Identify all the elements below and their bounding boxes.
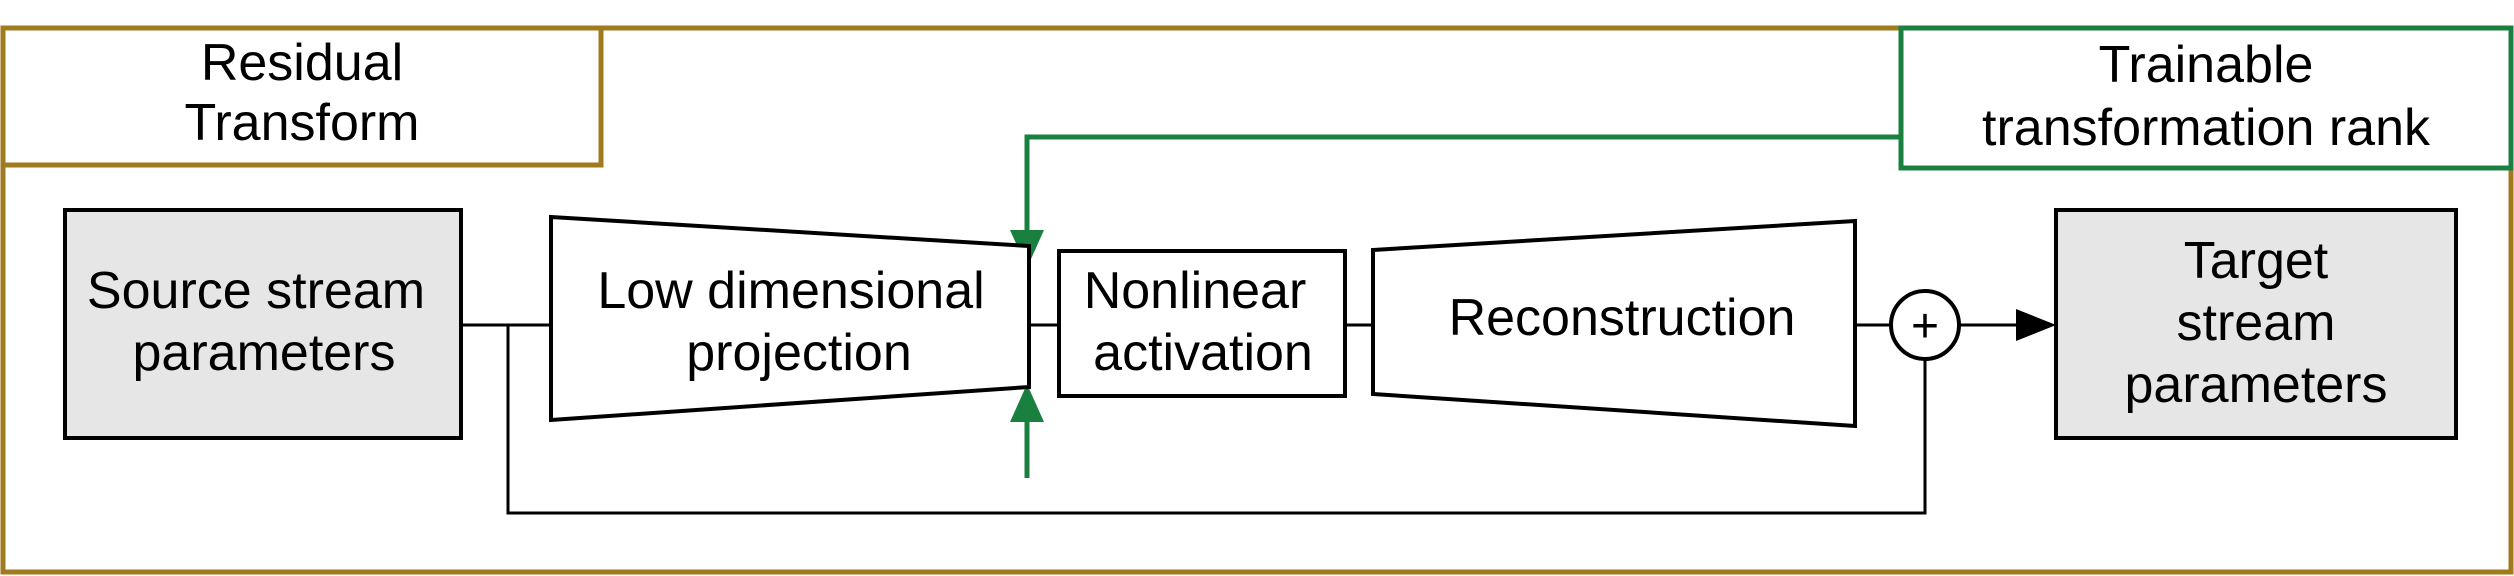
trainable-rank-line bbox=[1024, 134, 1901, 238]
projection-block bbox=[549, 214, 1031, 423]
activation-line2: activation bbox=[1093, 324, 1313, 382]
sum-node-symbol: + bbox=[1911, 300, 1939, 353]
source-stream-line2: parameters bbox=[133, 324, 396, 382]
sum-node bbox=[1889, 289, 1961, 361]
activation-line1: Nonlinear bbox=[1084, 262, 1307, 320]
source-stream-block bbox=[63, 208, 463, 440]
projection-line2: projection bbox=[686, 324, 911, 382]
residual-transform-title-line1: Residual bbox=[201, 34, 403, 92]
trainable-rank-line2: transformation rank bbox=[1982, 99, 2431, 157]
reconstruction-block bbox=[1371, 218, 1857, 429]
reconstruction-label: Reconstruction bbox=[1449, 289, 1796, 347]
source-stream-line1: Source stream bbox=[87, 262, 425, 320]
activation-block bbox=[1057, 249, 1347, 398]
trainable-rank-box bbox=[1898, 25, 2514, 171]
residual-transform-title-line2: Transform bbox=[185, 94, 420, 152]
target-stream-line1: Target bbox=[2184, 232, 2329, 290]
residual-transform-title-box bbox=[0, 25, 604, 168]
projection-line1: Low dimensional bbox=[597, 262, 984, 320]
target-stream-line3: parameters bbox=[2125, 356, 2388, 414]
residual-transform-frame bbox=[0, 25, 2514, 575]
trainable-rank-line1: Trainable bbox=[2099, 36, 2314, 94]
target-stream-line2: stream bbox=[2177, 294, 2336, 352]
target-stream-block bbox=[2054, 208, 2458, 440]
sum-to-target-arrow-icon bbox=[2016, 309, 2056, 341]
residual-skip-connection bbox=[506, 325, 1927, 515]
trainable-up-arrow-icon bbox=[1010, 384, 1044, 422]
